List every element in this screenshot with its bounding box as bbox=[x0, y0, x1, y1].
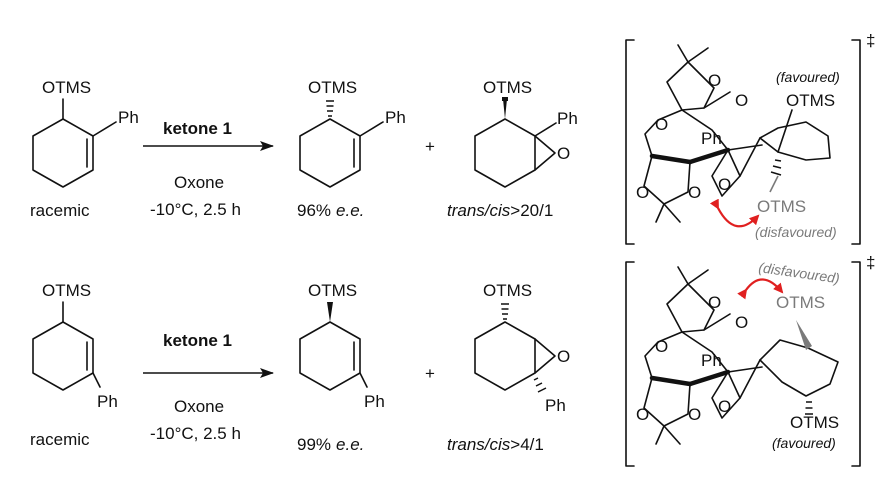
ts1-dagger: ‡ bbox=[866, 31, 875, 50]
r2-p2-epoxide-o: O bbox=[557, 347, 570, 366]
ts1-left-bracket bbox=[625, 39, 635, 245]
ts1-o-1: O bbox=[708, 71, 721, 90]
r2-sm-otms-label: OTMS bbox=[42, 281, 91, 300]
r1-product-allylic-ether: OTMS Ph 96% e.e. bbox=[297, 78, 406, 220]
r1-p2-ph-label: Ph bbox=[557, 109, 578, 128]
ts1-o-3: O bbox=[655, 115, 668, 134]
r1-p2-ratio-label: trans/cis bbox=[447, 201, 511, 220]
r2-p2-ratio-label: trans/cis bbox=[447, 435, 511, 454]
r1-p1-ee-label: e.e. bbox=[336, 201, 364, 220]
r2-oxidant-label: Oxone bbox=[174, 397, 224, 416]
ts2-o-1: O bbox=[708, 293, 721, 312]
ts1-steric-clash-arrow bbox=[709, 198, 760, 228]
r1-conditions-label: -10°C, 2.5 h bbox=[150, 200, 241, 219]
r2-sm-racemic-label: racemic bbox=[30, 430, 90, 449]
r2-product-allylic-ether: OTMS Ph 99% e.e. bbox=[297, 281, 385, 454]
r2-p2-ratio-text: trans/cis>4/1 bbox=[447, 435, 544, 454]
ts2-o-6: O bbox=[718, 397, 731, 416]
r2-p1-ee-value: 99% bbox=[297, 435, 331, 454]
r1-plus-sign: + bbox=[425, 137, 435, 156]
ts2-right-bracket bbox=[851, 261, 861, 467]
r2-conditions-label: -10°C, 2.5 h bbox=[150, 424, 241, 443]
reaction-1: OTMS Ph racemic ketone 1 Oxone -10°C, 2.… bbox=[30, 78, 578, 220]
r1-p2-epoxide-o: O bbox=[557, 144, 570, 163]
transition-state-1: ‡ O O O O O O Ph (f bbox=[625, 31, 875, 245]
ts1-o-4: O bbox=[636, 183, 649, 202]
ts1-otms-disfavoured: OTMS bbox=[757, 197, 806, 216]
ts2-favoured-label: (favoured) bbox=[772, 435, 836, 451]
r2-p1-ee-text: 99% e.e. bbox=[297, 435, 364, 454]
ts2-otms-disfavoured: OTMS bbox=[776, 293, 825, 312]
r1-p2-ratio-text: trans/cis>20/1 bbox=[447, 201, 553, 220]
ts2-dagger: ‡ bbox=[866, 253, 875, 272]
ts1-ph-label: Ph bbox=[701, 129, 722, 148]
r1-sm-racemic-label: racemic bbox=[30, 201, 90, 220]
r1-p2-ratio-value: >20/1 bbox=[510, 201, 553, 220]
ts2-oxygen-labels: O O O O O O bbox=[636, 293, 748, 424]
r1-p1-ee-text: 96% e.e. bbox=[297, 201, 364, 220]
r2-product-epoxide: OTMS Ph O trans/cis>4/1 bbox=[447, 281, 570, 454]
r1-p2-otms-label: OTMS bbox=[483, 78, 532, 97]
r1-product-epoxide: OTMS Ph O trans/cis>20/1 bbox=[447, 78, 578, 220]
ts2-o-4: O bbox=[636, 405, 649, 424]
r1-p1-ph-label: Ph bbox=[385, 108, 406, 127]
r2-reagent-label: ketone 1 bbox=[163, 331, 232, 350]
r1-starting-material: OTMS Ph racemic bbox=[30, 78, 139, 220]
ts1-o-2: O bbox=[735, 91, 748, 110]
ts2-o-5: O bbox=[688, 405, 701, 424]
r1-oxidant-label: Oxone bbox=[174, 173, 224, 192]
ts2-left-bracket bbox=[625, 261, 635, 467]
r2-plus-sign: + bbox=[425, 364, 435, 383]
r2-p2-ph-label: Ph bbox=[545, 396, 566, 415]
ts1-o-5: O bbox=[688, 183, 701, 202]
r2-p1-ph-label: Ph bbox=[364, 392, 385, 411]
r2-starting-material: OTMS Ph racemic bbox=[30, 281, 118, 449]
r2-p2-ratio-value: >4/1 bbox=[510, 435, 544, 454]
r2-p2-otms-label: OTMS bbox=[483, 281, 532, 300]
ts1-otms-favoured: OTMS bbox=[786, 91, 835, 110]
r2-p1-ee-label: e.e. bbox=[336, 435, 364, 454]
ts1-oxygen-labels: O O O O O O bbox=[636, 71, 748, 202]
r1-reagent-label: ketone 1 bbox=[163, 119, 232, 138]
ts2-o-2: O bbox=[735, 313, 748, 332]
ts1-right-bracket bbox=[851, 39, 861, 245]
r1-p1-otms-label: OTMS bbox=[308, 78, 357, 97]
ts2-ph-label: Ph bbox=[701, 351, 722, 370]
r1-sm-ph-label: Ph bbox=[118, 108, 139, 127]
ts1-favoured-label: (favoured) bbox=[776, 69, 840, 85]
r2-reaction-arrow: ketone 1 Oxone -10°C, 2.5 h bbox=[143, 331, 274, 443]
ts1-disfavoured-label: (disfavoured) bbox=[755, 224, 837, 240]
r1-reaction-arrow: ketone 1 Oxone -10°C, 2.5 h bbox=[143, 119, 274, 219]
transition-state-2: ‡ O O O O O O Ph (disfav bbox=[625, 253, 875, 467]
reaction-2: OTMS Ph racemic ketone 1 Oxone -10°C, 2.… bbox=[30, 281, 570, 454]
r1-sm-otms-label: OTMS bbox=[42, 78, 91, 97]
ts2-steric-clash-arrow bbox=[737, 278, 784, 300]
ts2-otms-favoured: OTMS bbox=[790, 413, 839, 432]
r2-p1-otms-label: OTMS bbox=[308, 281, 357, 300]
ts1-o-6: O bbox=[718, 175, 731, 194]
r1-p1-ee-value: 96% bbox=[297, 201, 331, 220]
r2-sm-ph-label: Ph bbox=[97, 392, 118, 411]
ts2-o-3: O bbox=[655, 337, 668, 356]
